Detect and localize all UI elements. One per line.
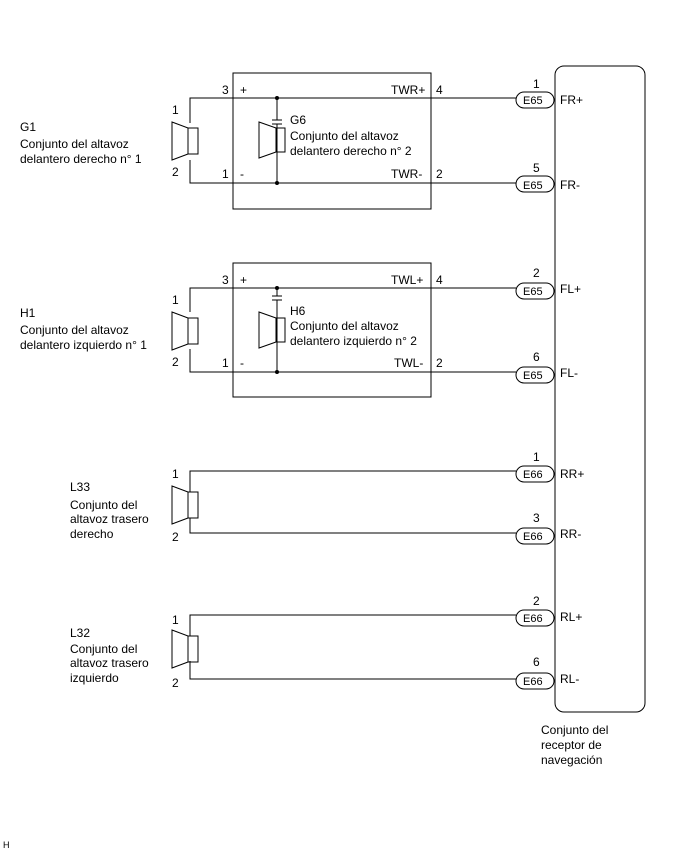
connector-oval	[515, 282, 555, 300]
speaker-desc: Conjunto del	[70, 642, 137, 656]
receiver-label: Conjunto del	[541, 723, 608, 737]
polarity-minus: -	[240, 167, 244, 181]
wire-fr-plus	[189, 97, 516, 123]
pin-label: 2	[172, 165, 179, 179]
signal-label: FR+	[560, 93, 583, 107]
pin-label: 1	[172, 293, 179, 307]
speaker-desc: izquierdo	[70, 671, 119, 685]
terminal-label: TWL+	[391, 273, 423, 287]
signal-label: RR-	[560, 527, 581, 541]
speaker-desc: Conjunto del altavoz	[20, 137, 129, 151]
connector-oval	[515, 175, 555, 193]
terminal-label: TWR-	[391, 167, 422, 181]
speaker-desc: Conjunto del	[70, 498, 137, 512]
signal-label: FL-	[560, 366, 578, 380]
tweeter-id: G6	[290, 113, 306, 127]
pin-label: 1	[172, 467, 179, 481]
tweeter-icon	[258, 121, 286, 159]
receiver-label: receptor de	[541, 738, 602, 752]
connector-code: E66	[523, 531, 543, 543]
pin-label: 2	[436, 167, 443, 181]
connector-oval	[515, 366, 555, 384]
wire-rl-minus	[189, 661, 516, 680]
speaker-desc: delantero izquierdo n° 1	[20, 338, 147, 352]
pin-label: 2	[436, 356, 443, 370]
connector-oval	[515, 672, 555, 690]
speaker-desc: Conjunto del altavoz	[20, 323, 129, 337]
tweeter-desc: delantero derecho n° 2	[290, 144, 412, 158]
tweeter-icon	[258, 311, 286, 349]
connector-pin: 1	[533, 77, 540, 91]
signal-label: FL+	[560, 282, 581, 296]
connector-oval	[515, 609, 555, 627]
tweeter-desc: Conjunto del altavoz	[290, 129, 399, 143]
connector-oval	[515, 465, 555, 483]
pin-label: 1	[222, 356, 229, 370]
connector-pin: 6	[533, 655, 540, 669]
speaker-icon	[171, 121, 199, 161]
connector-code: E65	[523, 286, 543, 298]
tweeter-id: H6	[290, 304, 306, 318]
terminal-label: TWR+	[391, 83, 425, 97]
connector-pin: 1	[533, 450, 540, 464]
polarity-minus: -	[240, 356, 244, 370]
connector-code: E65	[523, 370, 543, 382]
speaker-id: L32	[70, 626, 90, 640]
footer-code: H	[3, 840, 10, 850]
pin-label: 2	[172, 530, 179, 544]
wire-rr-plus	[189, 470, 516, 492]
speaker-desc: delantero derecho n° 1	[20, 152, 142, 166]
terminal-label: TWL-	[394, 356, 423, 370]
pin-label: 1	[222, 167, 229, 181]
receiver-label: navegación	[541, 753, 602, 767]
connector-oval	[515, 527, 555, 545]
signal-label: RL-	[560, 672, 579, 686]
speaker-desc: derecho	[70, 527, 114, 541]
speaker-id: G1	[20, 120, 36, 134]
wire-fr-minus	[189, 160, 516, 184]
speaker-id: L33	[70, 480, 90, 494]
polarity-plus: +	[240, 83, 247, 97]
polarity-plus: +	[240, 273, 247, 287]
pin-label: 3	[222, 83, 229, 97]
pin-label: 2	[172, 355, 179, 369]
speaker-icon	[171, 311, 199, 351]
pin-label: 3	[222, 273, 229, 287]
signal-label: FR-	[560, 178, 580, 192]
connector-code: E66	[523, 469, 543, 481]
wire-rl-plus	[189, 614, 516, 636]
tweeter-box-g6	[232, 72, 432, 210]
pin-label: 1	[172, 103, 179, 117]
connector-pin: 5	[533, 161, 540, 175]
connector-pin: 2	[533, 594, 540, 608]
connector-pin: 2	[533, 266, 540, 280]
speaker-desc: altavoz trasero	[70, 512, 149, 526]
connector-pin: 3	[533, 511, 540, 525]
connector-code: E65	[523, 180, 543, 192]
signal-label: RL+	[560, 610, 582, 624]
connector-pin: 6	[533, 350, 540, 364]
tweeter-desc: delantero izquierdo n° 2	[290, 334, 417, 348]
wire-fl-minus	[189, 349, 516, 373]
speaker-id: H1	[20, 306, 36, 320]
speaker-desc: altavoz trasero	[70, 656, 149, 670]
pin-label: 1	[172, 613, 179, 627]
pin-label: 4	[436, 83, 443, 97]
connector-oval	[515, 91, 555, 109]
signal-label: RR+	[560, 467, 584, 481]
speaker-icon	[171, 485, 199, 525]
connector-code: E66	[523, 613, 543, 625]
wire-fl-plus	[189, 287, 516, 312]
pin-label: 2	[172, 676, 179, 690]
tweeter-box-h6	[232, 262, 432, 398]
wire-rr-minus	[189, 518, 516, 534]
pin-label: 4	[436, 273, 443, 287]
navigation-receiver-block	[554, 65, 646, 713]
speaker-icon	[171, 629, 199, 669]
tweeter-desc: Conjunto del altavoz	[290, 319, 399, 333]
connector-code: E65	[523, 95, 543, 107]
connector-code: E66	[523, 676, 543, 688]
